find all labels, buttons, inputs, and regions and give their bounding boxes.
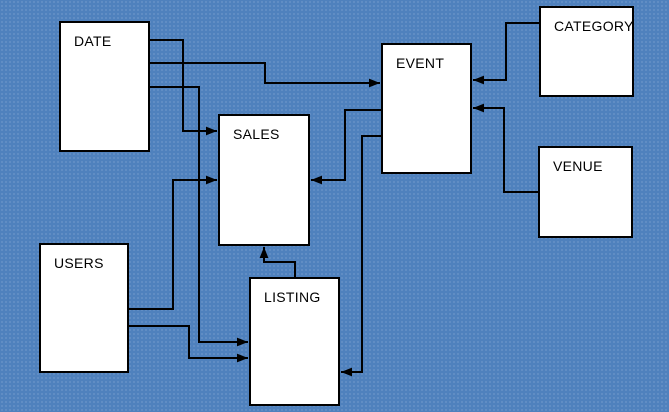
node-sales: SALES	[218, 114, 310, 246]
edge-users-listing	[129, 325, 248, 363]
node-date-label: DATE	[74, 33, 112, 49]
edge-event-listing	[341, 135, 381, 377]
node-users: USERS	[39, 243, 129, 373]
node-event-label: EVENT	[396, 55, 445, 71]
edge-date-listing	[150, 86, 248, 347]
node-date: DATE	[59, 21, 150, 152]
node-category: CATEGORY	[539, 6, 634, 97]
node-event: EVENT	[381, 43, 472, 174]
node-venue: VENUE	[538, 146, 633, 238]
node-category-label: CATEGORY	[554, 18, 634, 34]
node-sales-label: SALES	[233, 126, 280, 142]
node-users-label: USERS	[54, 255, 104, 271]
node-listing: LISTING	[249, 277, 340, 406]
edge-category-event	[473, 22, 539, 85]
node-listing-label: LISTING	[264, 289, 321, 305]
edge-users-sales	[129, 175, 217, 310]
edge-date-event	[150, 62, 380, 88]
edge-venue-event	[473, 103, 538, 193]
edge-listing-sales	[259, 247, 296, 277]
edge-event-sales	[311, 109, 381, 185]
edge-date-sales	[150, 39, 217, 136]
node-venue-label: VENUE	[553, 158, 603, 174]
